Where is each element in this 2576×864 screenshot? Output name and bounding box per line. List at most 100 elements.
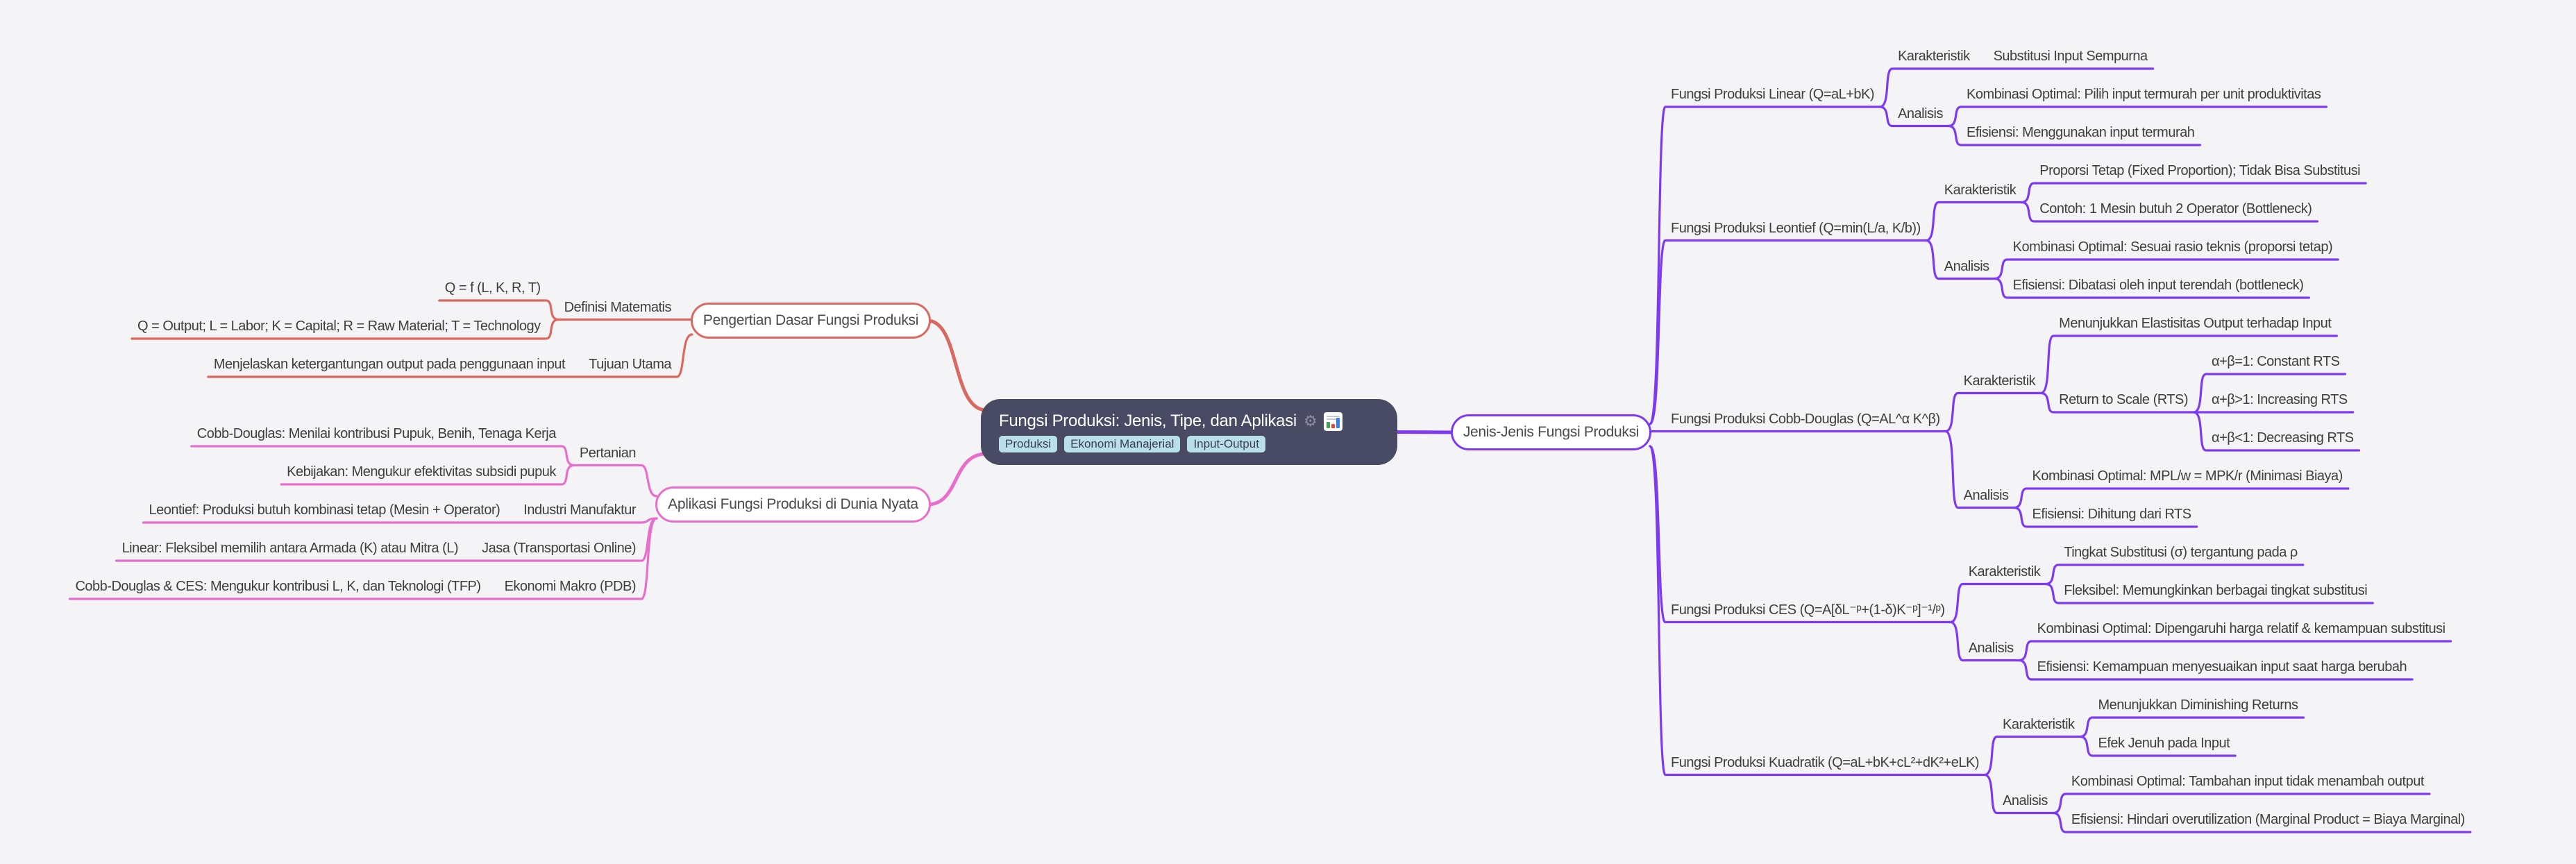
mindmap-node[interactable]: Analisis (1963, 487, 2009, 503)
mindmap-node[interactable]: Fungsi Produksi Linear (Q=aL+bK) (1671, 87, 1875, 102)
mindmap-node[interactable]: Kombinasi Optimal: Sesuai rasio teknis (… (2012, 239, 2333, 255)
branch-link (2039, 391, 2195, 414)
mindmap-node[interactable]: α+β>1: Increasing RTS (2212, 392, 2348, 407)
branch-link (2044, 564, 2305, 586)
branch-link (1925, 239, 1996, 280)
tag-badge: Ekonomi Manajerial (1064, 436, 1181, 452)
mindmap-node[interactable]: α+β=1: Constant RTS (2212, 354, 2340, 369)
tag-badge: Produksi (999, 436, 1058, 452)
branch-link (131, 318, 560, 340)
tag-badges: Produksi Ekonomi Manajerial Input-Output (999, 436, 1379, 452)
branch-link (2020, 201, 2319, 223)
branch-link (2078, 716, 2305, 738)
mindmap-node[interactable]: Karakteristik (1898, 49, 1970, 64)
branch-link (1994, 258, 2339, 280)
mindmap-node[interactable]: Proporsi Tetap (Fixed Proportion); Tidak… (2039, 163, 2361, 178)
mindmap-node[interactable]: Return to Scale (RTS) (2059, 392, 2189, 407)
mindmap-node[interactable]: Fleksibel: Memungkinkan berbagai tingkat… (2064, 583, 2368, 598)
branch-link (2018, 640, 2452, 662)
mindmap-node[interactable]: Cobb-Douglas & CES: Mengukur kontribusi … (75, 579, 481, 594)
branch-link (2012, 487, 2350, 509)
mindmap-node[interactable]: Efisiensi: Hindari overutilization (Marg… (2071, 812, 2465, 827)
branch-link (1649, 105, 1881, 425)
mindmap-node[interactable]: Fungsi Produksi Leontief (Q=min(L/a, K/b… (1671, 220, 1921, 236)
branch-node[interactable]: Jenis-Jenis Fungsi Produksi (1451, 414, 1651, 450)
mindmap-node[interactable]: Linear: Fleksibel memilih antara Armada … (121, 541, 459, 556)
branch-link (1947, 105, 2327, 128)
mindmap-node[interactable]: Fungsi Produksi Kuadratik (Q=aL+bK+cL²+d… (1671, 754, 1979, 770)
mindmap-node[interactable]: Fungsi Produksi CES (Q=A[δL⁻ᵖ+(1-δ)K⁻ᵖ]⁻… (1671, 602, 1945, 618)
mindmap-node[interactable]: Efisiensi: Kemampuan menyesuaikan input … (2037, 659, 2407, 675)
mindmap-node[interactable]: Efisiensi: Dihitung dari RTS (2032, 507, 2192, 522)
mindmap-node[interactable]: Definisi Matematis (564, 299, 672, 315)
mindmap-node[interactable]: Pertanian (579, 445, 637, 461)
branch-link (2192, 411, 2361, 452)
mindmap-node[interactable]: Tingkat Substitusi (σ) tergantung pada ρ (2064, 545, 2298, 560)
mindmap-node[interactable]: Kombinasi Optimal: MPL/w = MPK/r (Minima… (2032, 468, 2343, 484)
mindmap-node[interactable]: Kebijakan: Mengukur efektivitas subsidi … (287, 464, 556, 480)
branch-link (2020, 182, 2367, 204)
page-title: Fungsi Produksi: Jenis, Tipe, dan Aplika… (999, 412, 1297, 430)
branch-node[interactable]: Aplikasi Fungsi Produksi di Dunia Nyata (655, 486, 931, 523)
mindmap-node[interactable]: Karakteristik (2002, 716, 2075, 732)
mindmap-node[interactable]: Tujuan Utama (589, 357, 671, 372)
mindmap-node[interactable]: Menunjukkan Diminishing Returns (2098, 697, 2298, 713)
branch-link (2044, 582, 2374, 604)
mindmap-node[interactable]: Karakteristik (1963, 373, 2036, 389)
branch-link (1925, 201, 2023, 242)
branch-link (497, 517, 658, 600)
tag-badge: Input-Output (1187, 436, 1265, 452)
mindmap-node[interactable]: α+β<1: Decreasing RTS (2212, 430, 2354, 446)
mindmap-node[interactable]: Cobb-Douglas: Menilai kontribusi Pupuk, … (196, 426, 557, 441)
branch-link (925, 452, 988, 507)
mindmap-node[interactable]: Q = f (L, K, R, T) (444, 280, 541, 296)
mindmap-node[interactable]: Analisis (1968, 640, 2014, 656)
mindmap-node[interactable]: Fungsi Produksi Cobb-Douglas (Q=AL^α K^β… (1671, 411, 1940, 427)
branch-link (2192, 373, 2347, 414)
mindmap-node[interactable]: Jasa (Transportasi Online) (482, 541, 636, 556)
branch-link (1944, 391, 2042, 433)
branch-link (190, 445, 575, 467)
branch-link (1944, 430, 2016, 509)
branch-link (2052, 811, 2472, 833)
branch-link (2018, 659, 2414, 681)
branch-link (2078, 735, 2237, 757)
mindmap-node[interactable]: Contoh: 1 Mesin butuh 2 Operator (Bottle… (2039, 201, 2312, 217)
branch-node[interactable]: Pengertian Dasar Fungsi Produksi (691, 303, 931, 339)
mindmap-node[interactable]: Ekonomi Makro (PDB) (504, 579, 637, 594)
mindmap-node[interactable]: Efisiensi: Dibatasi oleh input terendah … (2012, 278, 2304, 293)
mindmap-node[interactable]: Leontief: Produksi butuh kombinasi tetap… (149, 502, 500, 518)
mindmap-node[interactable]: Q = Output; L = Labor; K = Capital; R = … (137, 319, 541, 334)
mindmap-node[interactable]: Substitusi Input Sempurna (1993, 49, 2148, 64)
gear-icon[interactable]: ⚙ (1303, 412, 1318, 430)
root-topic-node[interactable]: Fungsi Produksi: Jenis, Tipe, dan Aplika… (981, 399, 1397, 465)
branch-link (925, 319, 988, 412)
branch-link (1983, 773, 2055, 815)
branch-link (1994, 277, 2310, 299)
branch-link (2039, 334, 2338, 395)
mindmap-node[interactable]: Menjelaskan ketergantungan output pada p… (213, 357, 566, 372)
mindmap-node[interactable]: Analisis (2002, 793, 2048, 808)
mindmap-node[interactable]: Efek Jenuh pada Input (2098, 736, 2230, 751)
branch-link (1649, 445, 1952, 624)
mindmap-node[interactable]: Analisis (1898, 105, 1943, 121)
mindmap-node[interactable]: Kombinasi Optimal: Dipengaruhi harga rel… (2037, 621, 2445, 636)
branch-link (1390, 430, 1456, 434)
branch-link (1878, 67, 1977, 108)
branch-link (1949, 582, 2047, 624)
branch-link (573, 464, 658, 498)
mindmap-node[interactable]: Analisis (1944, 258, 1989, 274)
mindmap-node[interactable]: Kombinasi Optimal: Tambahan input tidak … (2071, 774, 2425, 789)
mindmap-node[interactable]: Industri Manufaktur (523, 502, 636, 518)
branch-link (2052, 793, 2431, 815)
branch-link (1649, 239, 1928, 425)
mindmap-node[interactable]: Efisiensi: Menggunakan input termurah (1966, 125, 2195, 140)
mindmap-node[interactable]: Menunjukkan Elastisitas Output terhadap … (2059, 316, 2332, 331)
branch-link (2012, 506, 2198, 528)
mindmap-node[interactable]: Karakteristik (1944, 182, 2017, 198)
mindmap-node[interactable]: Karakteristik (1968, 564, 2041, 579)
bar-chart-icon (1324, 412, 1343, 431)
mindmap-node[interactable]: Kombinasi Optimal: Pilih input termurah … (1966, 87, 2321, 102)
